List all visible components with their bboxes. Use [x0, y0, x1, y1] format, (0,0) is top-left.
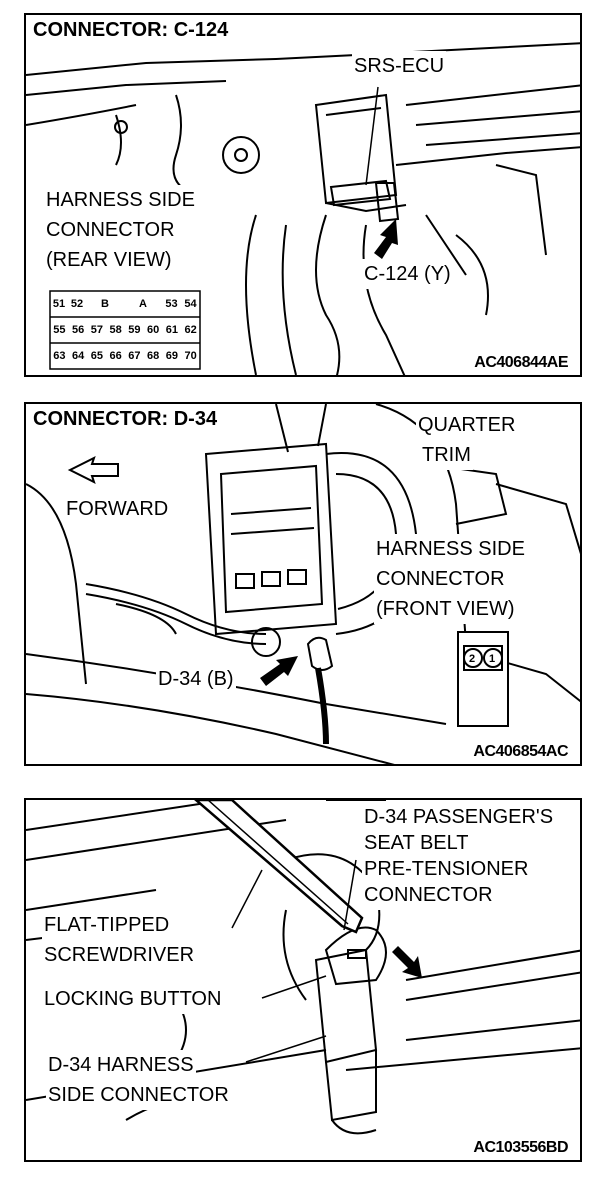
harness-side-label-line3: (FRONT VIEW) — [374, 594, 517, 624]
pin-label: 2 — [469, 653, 476, 665]
pin-label: 54 — [184, 298, 197, 310]
pin-label: 62 — [184, 324, 197, 336]
push-direction-arrow — [392, 946, 422, 978]
harness-side-label-line1: HARNESS SIDE — [374, 534, 527, 564]
pin-label: B — [101, 298, 109, 310]
pin-label: A — [139, 298, 147, 310]
pin-label: 55 — [53, 324, 66, 336]
pretensioner-label-line4: CONNECTOR — [362, 880, 495, 910]
pin-label: 65 — [90, 350, 103, 362]
panel-title: CONNECTOR: C-124 — [30, 17, 232, 43]
pin-label: 66 — [109, 350, 122, 362]
harness-side-label-line2: CONNECTOR — [44, 215, 177, 245]
pin-label: 68 — [147, 350, 160, 362]
panel-connector-c124: CONNECTOR: C-124 SRS-ECU HARNESS SIDE CO… — [24, 13, 582, 377]
pin-label: 1 — [489, 653, 496, 665]
d34-illustration — [26, 404, 580, 764]
d34-pointer-arrow — [260, 656, 298, 686]
pin-label: 59 — [128, 324, 141, 336]
connector-id-label: C-124 (Y) — [362, 259, 453, 289]
pin-label: 52 — [70, 298, 84, 310]
forward-label: FORWARD — [64, 494, 171, 524]
harness-side-label-line3: (REAR VIEW) — [44, 245, 174, 275]
screwdriver-label-line1: FLAT-TIPPED — [42, 910, 172, 940]
harness-side-connector-label-line2: SIDE CONNECTOR — [46, 1080, 231, 1110]
harness-side-label-line1: HARNESS SIDE — [44, 185, 197, 215]
quarter-trim-label-line1: QUARTER — [416, 410, 518, 440]
pin-label: 70 — [184, 350, 197, 362]
pin-label: 58 — [109, 324, 122, 336]
d34-connector-face — [457, 631, 509, 727]
pretensioner-label-line3: PRE-TENSIONER — [362, 854, 531, 884]
forward-arrow-icon — [67, 456, 119, 484]
pin-label: 51 — [52, 298, 66, 310]
pin-label: 57 — [90, 324, 103, 336]
pin-label: 60 — [147, 324, 160, 336]
pin-label: 53 — [165, 298, 178, 310]
quarter-trim-label-line2: TRIM — [420, 440, 473, 470]
pin-label: 64 — [72, 350, 85, 362]
panel-release-procedure: D-34 PASSENGER'S SEAT BELT PRE-TENSIONER… — [24, 798, 582, 1162]
figure-code: AC406854AC — [471, 742, 570, 762]
locking-button-label: LOCKING BUTTON — [42, 984, 224, 1014]
panel-connector-d34: CONNECTOR: D-34 QUARTER TRIM FORWARD HAR… — [24, 402, 582, 766]
c124-pin-labels: 51 52 B A 53 54 55 56 57 58 59 60 61 62 … — [50, 291, 200, 369]
figure-code: AC103556BD — [471, 1138, 570, 1158]
pin-label: 67 — [128, 350, 141, 362]
c124-pointer-arrow — [374, 219, 398, 259]
pin-label: 63 — [53, 350, 66, 362]
srs-ecu-label: SRS-ECU — [352, 51, 447, 81]
pin-label: 61 — [165, 324, 178, 336]
c124-illustration — [26, 42, 580, 375]
c124-pin-grid — [49, 290, 201, 370]
harness-side-label-line2: CONNECTOR — [374, 564, 507, 594]
pretensioner-label-line2: SEAT BELT — [362, 828, 471, 858]
pin-label: 69 — [165, 350, 178, 362]
screwdriver-label-line2: SCREWDRIVER — [42, 940, 197, 970]
screwdriver-shape — [194, 800, 364, 934]
figure-code: AC406844AE — [472, 353, 570, 373]
pretensioner-label-line1: D-34 PASSENGER'S — [362, 802, 556, 832]
panel-title: CONNECTOR: D-34 — [30, 406, 221, 432]
connector-id-label: D-34 (B) — [156, 664, 236, 694]
harness-side-connector-label-line1: D-34 HARNESS — [46, 1050, 196, 1080]
pin-label: 56 — [72, 324, 85, 336]
